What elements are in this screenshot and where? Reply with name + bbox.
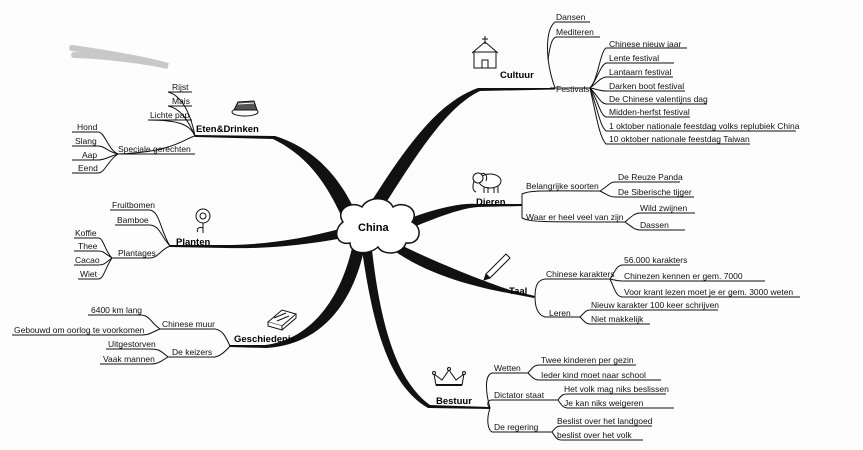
center-cloud: [335, 198, 420, 254]
branch-label-cultuur: Cultuur: [500, 70, 534, 81]
pencil-scribble: [69, 45, 169, 69]
dish-item: Slang: [75, 136, 97, 146]
branch-label-bestuur: Bestuur: [436, 396, 472, 407]
branch-eten: [195, 135, 360, 226]
topic-de-regering: De regering: [494, 422, 539, 432]
topic-dansen: Dansen: [556, 12, 586, 22]
food-dish-icon: [231, 100, 259, 117]
topic-lichte-pap: Lichte pap: [150, 110, 190, 120]
keizer-item: Vaak mannen: [103, 354, 155, 364]
flower-icon: [195, 208, 211, 233]
festival-item: Lantaarn festival: [609, 67, 672, 77]
topic-bamboe: Bamboe: [117, 215, 149, 225]
muur-item: 6400 km lang: [91, 305, 143, 315]
keizer-item: Uitgestorven: [108, 339, 156, 349]
muur-item: Gebouwd om oorlog te voorkomen: [14, 325, 145, 335]
plantage-item: Koffie: [75, 228, 97, 238]
festival-item: Lente festival: [609, 53, 660, 63]
topic-leren: Leren: [549, 308, 571, 318]
branch-label-dieren: Dieren: [476, 197, 506, 208]
animal-item: De Reuze Panda: [618, 172, 683, 182]
dictator-item: Het volk mag niks beslissen: [564, 384, 669, 394]
topic-festivals: Festivals: [556, 84, 590, 94]
topic-chinese-muur: Chinese muur: [162, 319, 215, 329]
topic-belangrijke-soorten: Belangrijke soorten: [526, 181, 599, 191]
plantage-item: Cacao: [75, 255, 100, 265]
branch-bestuur: [362, 250, 490, 409]
pencil-icon: [483, 253, 511, 281]
karakter-item: Voor krant lezen moet je er gem. 3000 we…: [624, 287, 794, 297]
branch-dieren: [400, 203, 522, 232]
dish-item: Aap: [82, 150, 98, 160]
karakter-item: 56.000 karakters: [624, 255, 688, 265]
festival-item: 10 oktober nationale feestdag Taiwan: [609, 134, 750, 144]
wet-item: Ieder kind moet naar school: [541, 370, 646, 380]
plantage-item: Wiet: [80, 269, 97, 279]
animal-item: Wild zwijnen: [640, 203, 688, 213]
scroll-icon: [266, 309, 298, 331]
animal-item: De Siberische tijger: [618, 187, 692, 197]
dish-item: Eend: [78, 163, 98, 173]
festival-item: Darken boot festival: [609, 81, 685, 91]
branch-label-geschiedenis: Geschiedenis: [234, 334, 296, 345]
sub-branch-lines: [12, 21, 800, 441]
festival-item: De Chinese valentijns dag: [609, 94, 708, 104]
dish-item: Hond: [77, 122, 98, 132]
topic-chinese-karakters: Chinese karakters: [546, 269, 615, 279]
topic-de-keizers: De keizers: [172, 347, 213, 357]
festival-item: 1 oktober nationale feestdag volks replu…: [609, 121, 800, 131]
crown-icon: [432, 367, 466, 386]
regering-item: beslist over het volk: [557, 430, 632, 440]
topic-plantages: Plantages: [118, 248, 156, 258]
topic-fruitbomen: Fruitbomen: [112, 200, 155, 210]
branch-label-taal: Taal: [509, 286, 528, 297]
center-topic: China: [358, 222, 389, 234]
regering-item: Beslist over het landgoed: [557, 416, 653, 426]
dictator-item: Je kan niks weigeren: [564, 398, 644, 408]
elephant-icon: [472, 172, 502, 193]
topic-rijst: Rijst: [172, 82, 189, 92]
topic-mais: Mais: [172, 96, 190, 106]
church-icon: [471, 36, 499, 69]
branch-label-planten: Planten: [176, 237, 211, 248]
topic-waar-veel: Waar er heel veel van zijn: [526, 212, 624, 222]
wet-item: Twee kinderen per gezin: [541, 355, 634, 365]
topic-speciale-gerechten: Speciale gerechten: [118, 144, 191, 154]
festival-item: Chinese nieuw jaar: [609, 39, 682, 49]
leren-item: Niet makkelijk: [591, 314, 644, 324]
plantage-item: Thee: [78, 241, 98, 251]
branch-planten: [170, 228, 343, 249]
karakter-item: Chinezen kennen er gem. 7000: [624, 271, 743, 281]
festival-item: Midden-herfst festival: [609, 107, 690, 117]
leren-item: Nieuw karakter 100 keer schrijven: [591, 300, 720, 310]
topic-mediteren: Mediteren: [556, 27, 594, 37]
animal-item: Dassen: [640, 220, 669, 230]
topic-dictator-staat: Dictator staat: [494, 390, 545, 400]
topic-wetten: Wetten: [494, 363, 521, 373]
branch-geschiedenis: [230, 248, 364, 348]
branch-label-eten: Eten&Drinken: [196, 124, 259, 135]
